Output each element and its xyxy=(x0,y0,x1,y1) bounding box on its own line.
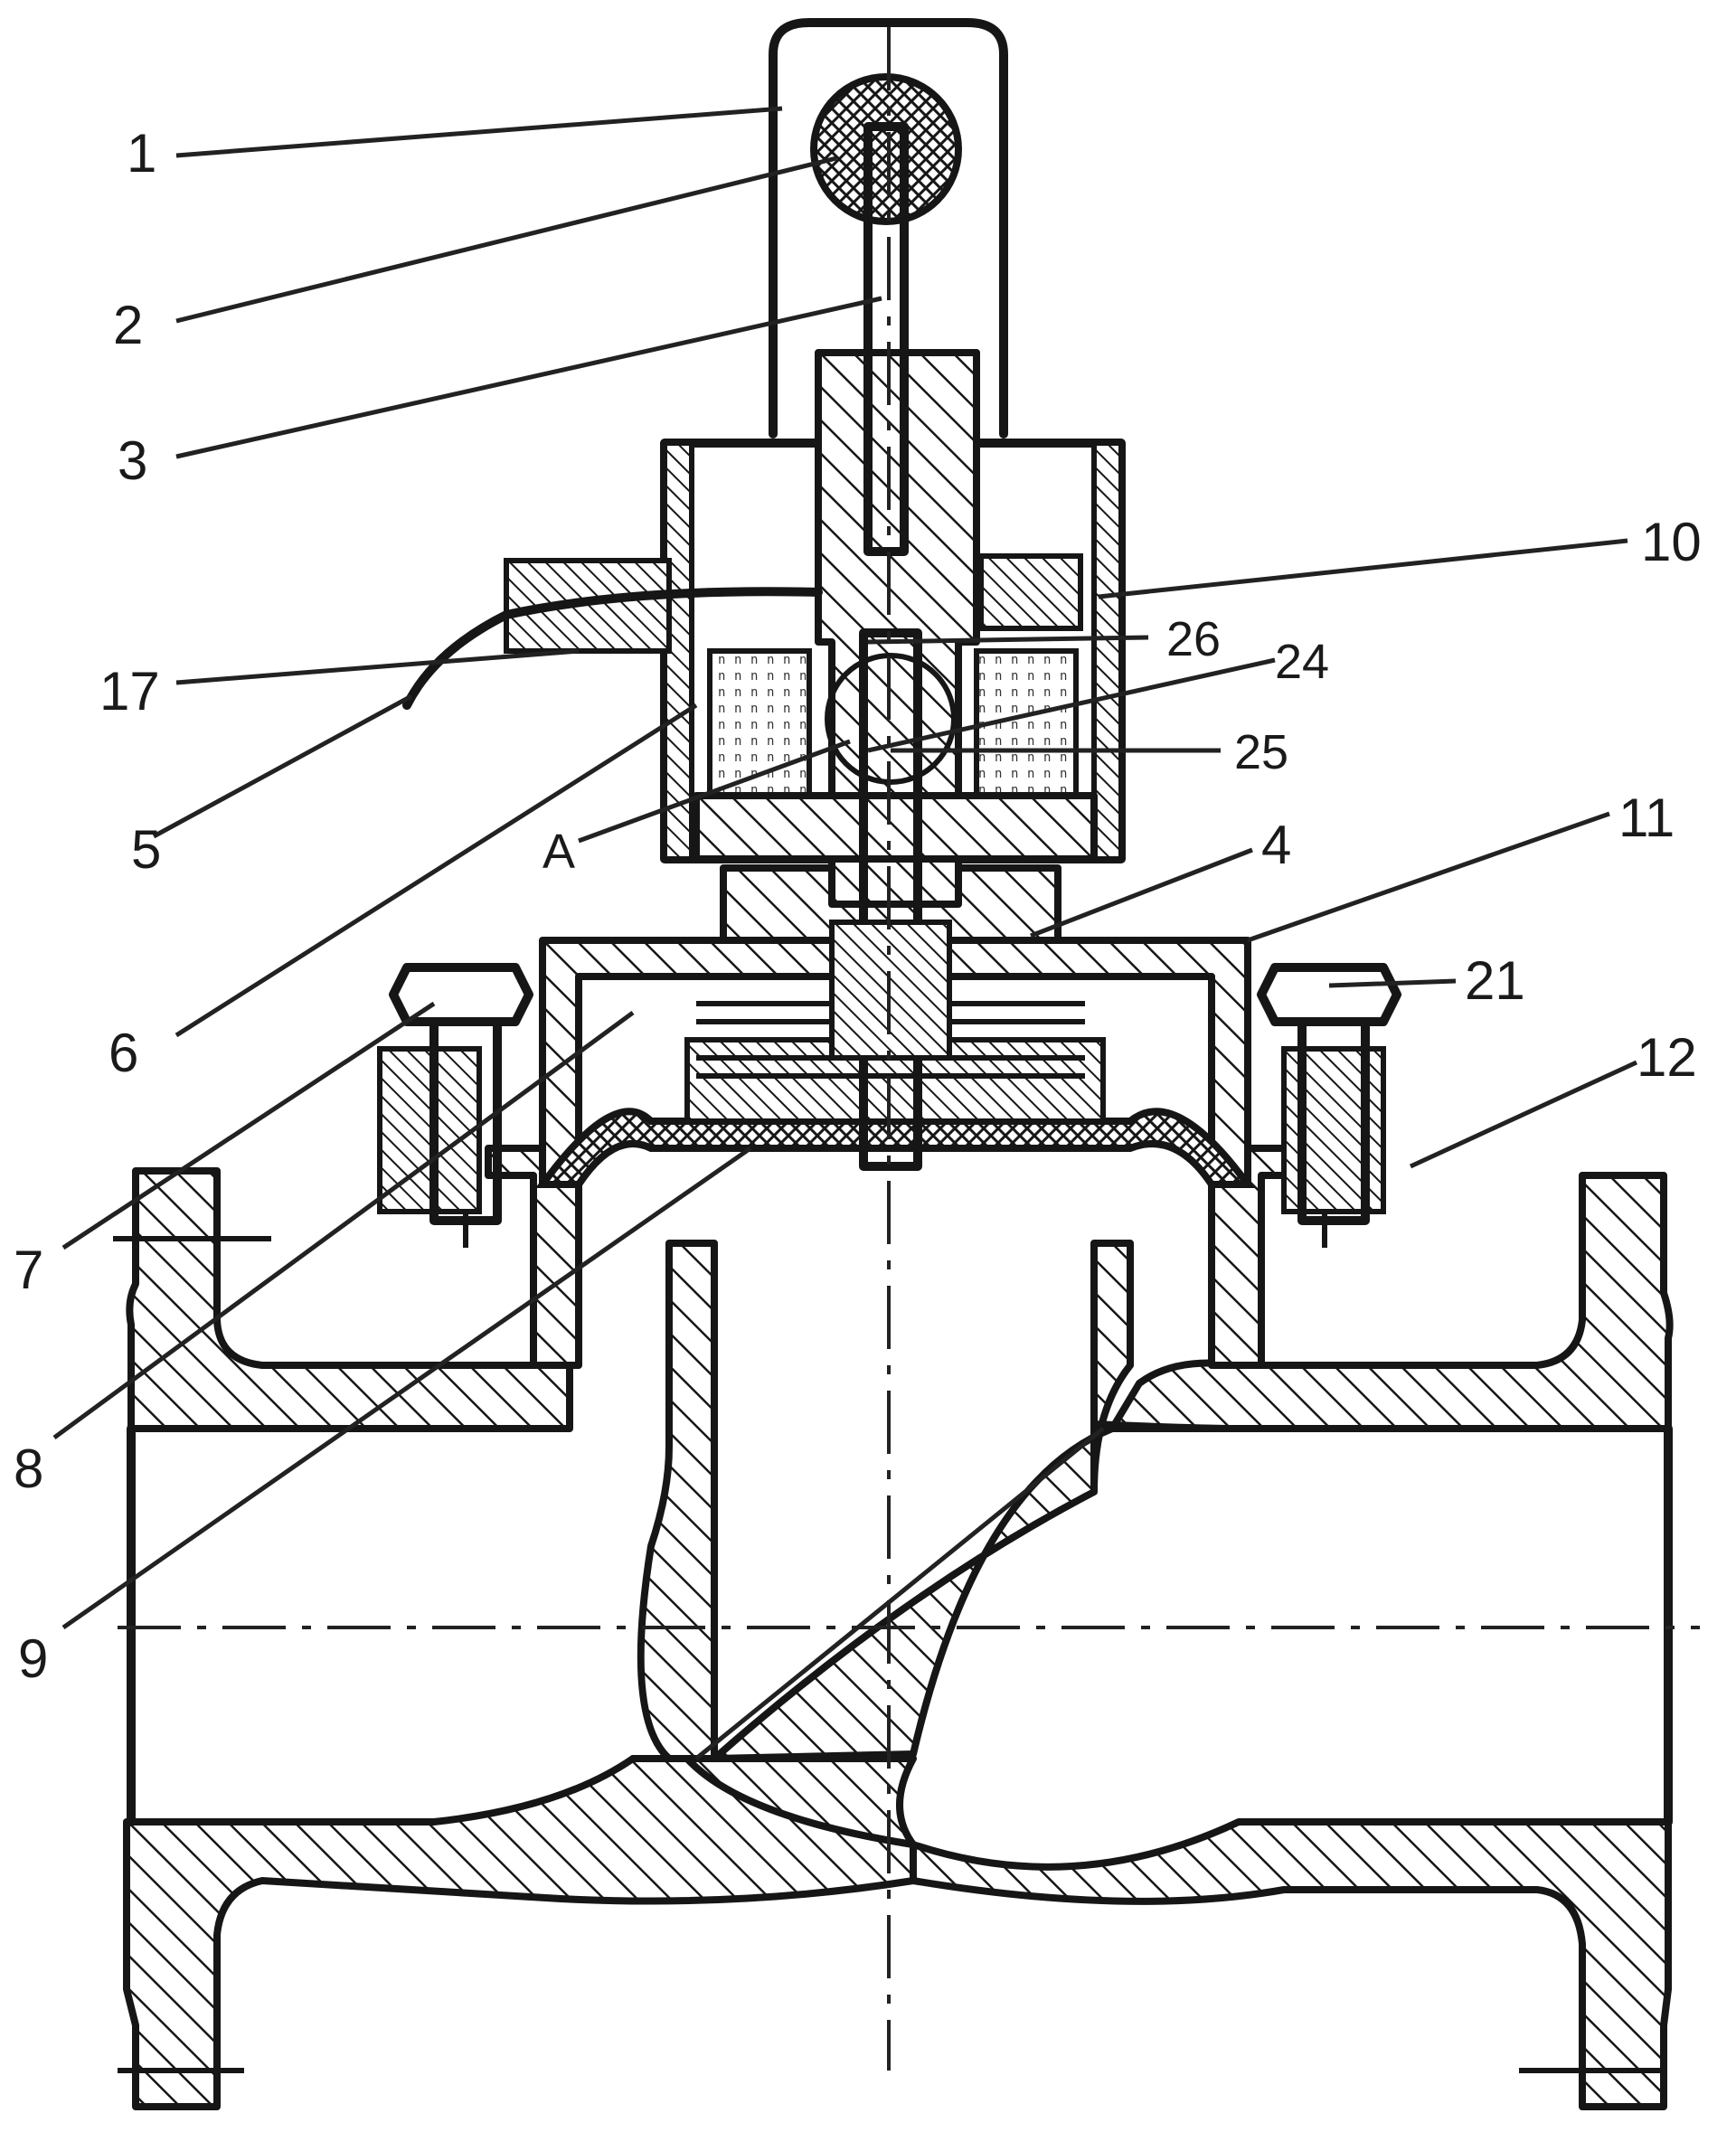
callout-5: 5 xyxy=(131,819,161,880)
manual-stem xyxy=(863,122,909,556)
left-flange xyxy=(126,1167,573,1432)
leader-lines xyxy=(52,106,1638,1760)
callout-21: 21 xyxy=(1465,950,1525,1011)
callout-9: 9 xyxy=(18,1628,48,1689)
right-bolt xyxy=(1257,963,1401,1225)
body-belly xyxy=(629,1755,917,1848)
callout-1: 1 xyxy=(127,123,156,184)
callout-4: 4 xyxy=(1261,815,1291,875)
callout-17: 17 xyxy=(99,661,160,722)
callout-a: A xyxy=(542,825,575,879)
callout-24: 24 xyxy=(1275,635,1329,689)
callout-3: 3 xyxy=(118,430,147,491)
manual-cap xyxy=(769,18,1008,556)
cap-shield xyxy=(769,18,1008,439)
callout-26: 26 xyxy=(1166,612,1221,666)
solenoid-housing xyxy=(402,349,1126,908)
right-flange xyxy=(1109,1172,1674,1432)
callout-10: 10 xyxy=(1641,512,1702,572)
diaphragm xyxy=(535,1108,1255,1188)
seat-partition xyxy=(637,1240,718,1762)
knob xyxy=(810,73,962,225)
callout-labels: 1 2 3 10 26 24 17 25 5 A 11 4 21 12 6 7 … xyxy=(14,123,1702,1689)
housing-wall-right xyxy=(1091,440,1124,862)
callout-6: 6 xyxy=(108,1023,138,1083)
callout-12: 12 xyxy=(1637,1027,1697,1088)
housing-wall-left xyxy=(662,440,694,862)
callout-25: 25 xyxy=(1234,725,1288,779)
callout-7: 7 xyxy=(14,1240,43,1300)
solenoid-base xyxy=(693,792,1098,863)
right-flange-lower xyxy=(910,1818,1672,2110)
callout-8: 8 xyxy=(14,1439,43,1499)
callout-2: 2 xyxy=(113,295,143,355)
callout-11: 11 xyxy=(1618,788,1675,848)
terminal-block xyxy=(978,553,1083,631)
valve-body xyxy=(123,1046,1674,2110)
cable xyxy=(402,587,823,710)
